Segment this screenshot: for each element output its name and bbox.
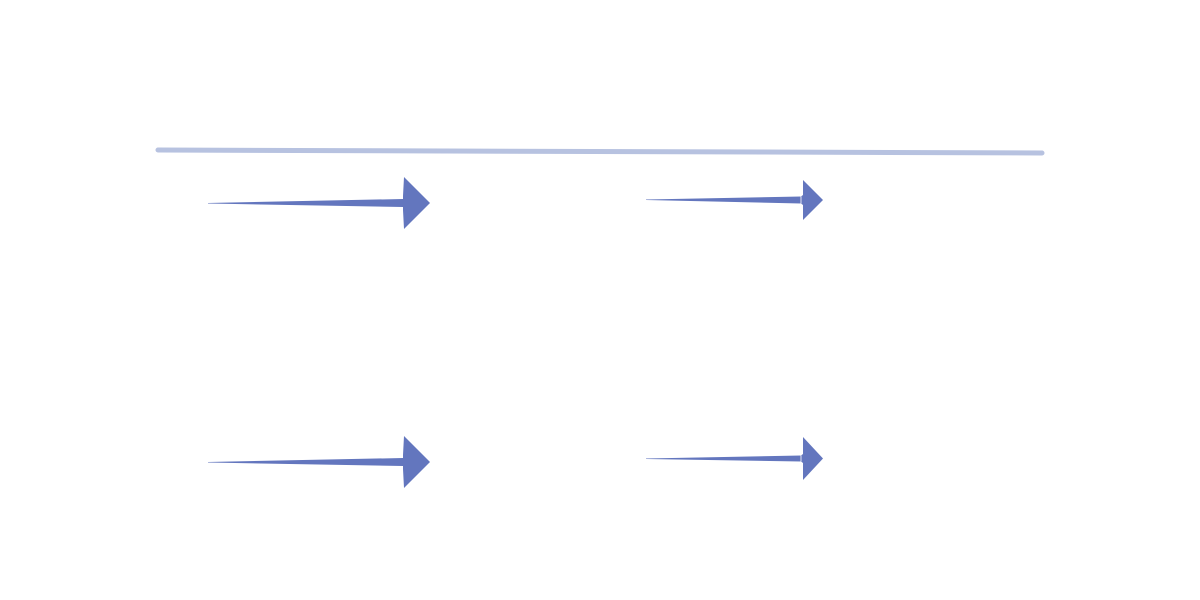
- right-arrow-icon: [208, 436, 430, 488]
- right-arrow-icon: [646, 180, 823, 220]
- right-arrow-icon: [208, 177, 430, 229]
- right-arrow-icon: [646, 437, 823, 480]
